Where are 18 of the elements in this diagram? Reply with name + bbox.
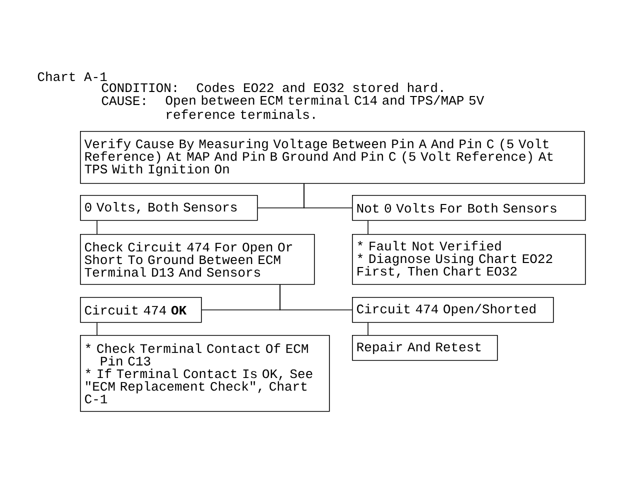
step-box: Verify Cause By Measuring Voltage Between Pin A And Pin C (5 Volt Reference) At MAP And Pin B Ground And Pin C (5 Volt Reference) At TPS With Ignition On — [80, 131, 585, 184]
step-box: 0 Volts, Both Sensors — [80, 195, 258, 221]
connector-line — [280, 284, 352, 310]
step-box: * Check Terminal Contact Of ECM Pin C13 * If Terminal Contact Is OK, See "ECM Replacement Check", Chart C-1 — [80, 335, 330, 412]
chart-title: Chart A-1 — [38, 72, 107, 82]
header-text: CONDITION: — [102, 83, 176, 92]
step-box: Check Circuit 474 For Open Or Short To Ground Between ECM Terminal D13 And Sensors — [80, 234, 315, 285]
step-box: Circuit 474 Open/Shorted — [352, 297, 554, 323]
connector-line — [96, 322, 98, 336]
header-text: Open between ECM terminal C14 and TPS/MAP 5V reference terminals. — [166, 95, 484, 119]
connector-line — [96, 220, 98, 234]
header-text: Codes EO22 and EO32 stored hard. — [196, 82, 443, 92]
step-box: Not 0 Volts For Both Sensors — [352, 195, 586, 221]
header-text: CAUSE: — [102, 96, 145, 106]
step-box: Circuit 474 OK — [80, 297, 202, 323]
step-box: * Fault Not Verified * Diagnose Using Chart EO22 First, Then Chart EO32 — [352, 234, 586, 285]
connector-line — [304, 183, 352, 208]
step-box: Repair And Retest — [352, 335, 498, 361]
